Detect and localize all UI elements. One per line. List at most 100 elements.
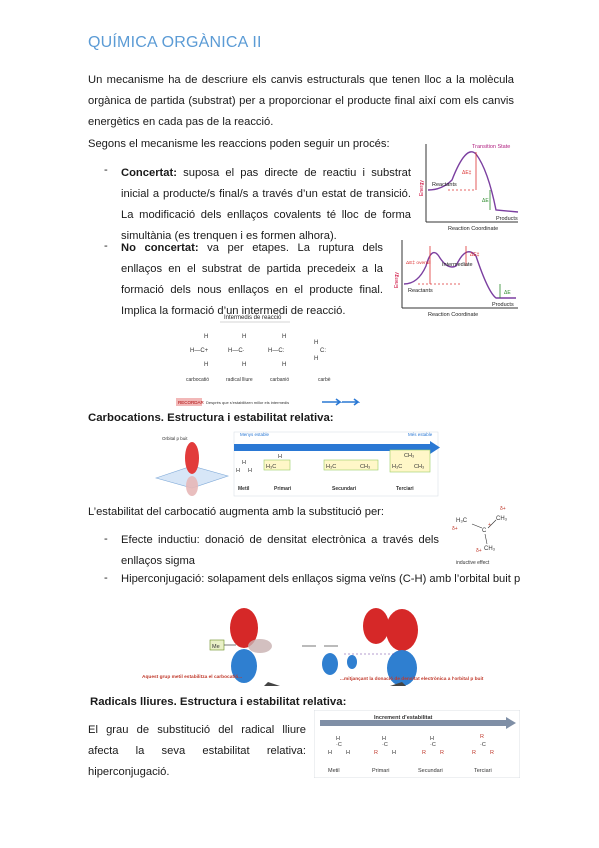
methyl-label: Me — [212, 644, 220, 650]
svg-text:C:: C: — [320, 348, 326, 354]
recorda-text: Després que s’estabilitzen millor els in… — [206, 400, 289, 405]
svg-text:·C: ·C — [336, 742, 342, 748]
reactants-label: Reactants — [432, 182, 457, 188]
radical-stability-figure: Increment d’estabilitat H·CHH R·CHH R·CR… — [314, 710, 520, 778]
transition-state-label: Transition State — [472, 144, 510, 150]
x-axis-label: Reaction Coordinate — [448, 226, 498, 232]
svg-text:H: H — [236, 468, 240, 474]
svg-text:H: H — [314, 340, 318, 346]
orbital-label: Orbital p buit — [162, 436, 188, 441]
svg-text:H: H — [282, 334, 286, 340]
left-caption: Aquest grup metil estabilitza el carboca… — [142, 674, 242, 680]
label-metil: Metil — [328, 768, 340, 774]
intermediate-label: Intermediate — [442, 262, 473, 268]
svg-text:H: H — [242, 460, 246, 466]
bullet-no-concertat: No concertat: va per etapes. La ruptura … — [121, 238, 383, 322]
svg-text:H: H — [336, 736, 340, 742]
svg-text:R: R — [422, 750, 426, 756]
svg-text:·C: ·C — [480, 742, 486, 748]
less-stable-label: Menys estable — [240, 432, 270, 437]
hyperconjugation-figure: Me Aquest grup metil estabilitza el carb… — [140, 606, 502, 694]
label-secundari: Secundari — [332, 486, 357, 492]
svg-text:H: H — [242, 334, 246, 340]
svg-text:δ+: δ+ — [500, 506, 506, 512]
svg-text:H—C+: H—C+ — [190, 348, 209, 354]
intermedis-title: Intermedis de reacció — [224, 315, 282, 321]
y-axis-label: Energy — [419, 180, 425, 196]
label-terciari: Terciari — [474, 768, 492, 774]
label-primari: Primari — [372, 768, 389, 774]
products-label: Products — [496, 216, 518, 222]
svg-text:CH₃: CH₃ — [484, 546, 496, 552]
bullet-no-concertat-text: va per etapes. La ruptura dels enllaços … — [121, 242, 384, 317]
svg-text:H: H — [430, 736, 434, 742]
recorda-label: RECORDAR — [178, 400, 205, 405]
svg-text:H—C:: H—C: — [268, 348, 285, 354]
svg-text:CH₃: CH₃ — [496, 516, 508, 522]
reactants-label: Reactants — [408, 288, 433, 294]
inductive-effect-figure: CH₃ H₃C C CH₃ δ+ δ+ δ+ + inductive effect — [452, 506, 508, 566]
svg-text:H₃C: H₃C — [266, 464, 276, 470]
x-axis-label: Reaction Coordinate — [428, 312, 478, 318]
svg-text:·C: ·C — [382, 742, 388, 748]
svg-text:H₃C: H₃C — [456, 518, 468, 524]
bullet-inductiu: Efecte inductiu: donació de densitat ele… — [121, 534, 439, 567]
estabilitat-text: L’estabilitat del carbocatió augmenta am… — [88, 506, 385, 518]
radicals-text: El grau de substitució del radical lliur… — [88, 724, 306, 778]
svg-text:H: H — [382, 736, 386, 742]
svg-text:H: H — [242, 362, 246, 368]
svg-text:H: H — [314, 356, 318, 362]
svg-text:H: H — [248, 468, 252, 474]
label-primari: Primari — [274, 486, 292, 492]
svg-text:δ+: δ+ — [476, 548, 482, 554]
bullet-hiperconjugacio: Hiperconjugació: solapament dels enllaço… — [121, 573, 521, 585]
bullet-concertat: Concertat: suposa el pas directe de reac… — [121, 163, 411, 247]
svg-text:C: C — [482, 528, 487, 534]
label-carbanion: carbanió — [270, 377, 289, 383]
label-radical: radical lliure — [226, 377, 253, 383]
label-carbene: carbè — [318, 377, 331, 383]
segons-text: Segons el mecanisme les reaccions poden … — [88, 138, 390, 150]
label-carbocation: carbocatió — [186, 377, 209, 383]
svg-text:δ+: δ+ — [452, 526, 458, 532]
svg-text:R: R — [374, 750, 378, 756]
svg-text:CH₃: CH₃ — [414, 464, 424, 470]
svg-text:H: H — [346, 750, 350, 756]
delta-e-label: ΔE — [504, 290, 511, 296]
svg-text:H₃C: H₃C — [326, 464, 336, 470]
carbocation-stability-figure: Orbital p buit Menys estable Més estable… — [154, 431, 440, 497]
svg-text:R: R — [472, 750, 476, 756]
reaction-intermediates-figure: Intermedis de reacció HH—C+H HH—C·H HH—C… — [176, 315, 360, 406]
svg-text:H₃C: H₃C — [392, 464, 402, 470]
svg-text:H: H — [204, 362, 208, 368]
svg-text:R: R — [480, 734, 484, 740]
right-caption: ...mitjançant la donació de densitat ele… — [340, 676, 484, 682]
svg-text:+: + — [488, 522, 491, 528]
svg-text:H: H — [282, 362, 286, 368]
activation-label: ΔE‡ — [470, 252, 480, 258]
svg-text:R: R — [490, 750, 494, 756]
stability-increase-title: Increment d’estabilitat — [374, 715, 433, 721]
more-stable-label: Més estable — [408, 432, 433, 437]
svg-text:H: H — [392, 750, 396, 756]
energy-diagram-concerted: Transition State Reactants Products ΔE‡ … — [419, 144, 519, 232]
bullet-concertat-label: Concertat: — [121, 167, 177, 179]
activation-label: ΔE‡ — [462, 170, 472, 176]
svg-text:R: R — [440, 750, 444, 756]
svg-text:·C: ·C — [430, 742, 436, 748]
delta-e-label: ΔE — [482, 198, 489, 204]
bullet-dash: - — [104, 533, 108, 545]
svg-text:H: H — [204, 334, 208, 340]
products-label: Products — [492, 302, 514, 308]
label-metil: Metil — [238, 486, 250, 492]
bullet-no-concertat-label: No concertat: — [121, 242, 199, 254]
energy-diagram-stepwise: Intermediate Reactants Products ΔE‡ over… — [394, 240, 518, 318]
page-title: QUÍMICA ORGÀNICA II — [88, 34, 262, 51]
svg-text:H: H — [278, 454, 282, 460]
svg-text:H: H — [328, 750, 332, 756]
label-terciari: Terciari — [396, 486, 414, 492]
y-axis-label: Energy — [394, 272, 400, 288]
svg-text:CH₃: CH₃ — [360, 464, 370, 470]
inductive-caption: inductive effect — [456, 560, 490, 566]
overall-activation-label: ΔE‡ overall — [406, 260, 431, 266]
